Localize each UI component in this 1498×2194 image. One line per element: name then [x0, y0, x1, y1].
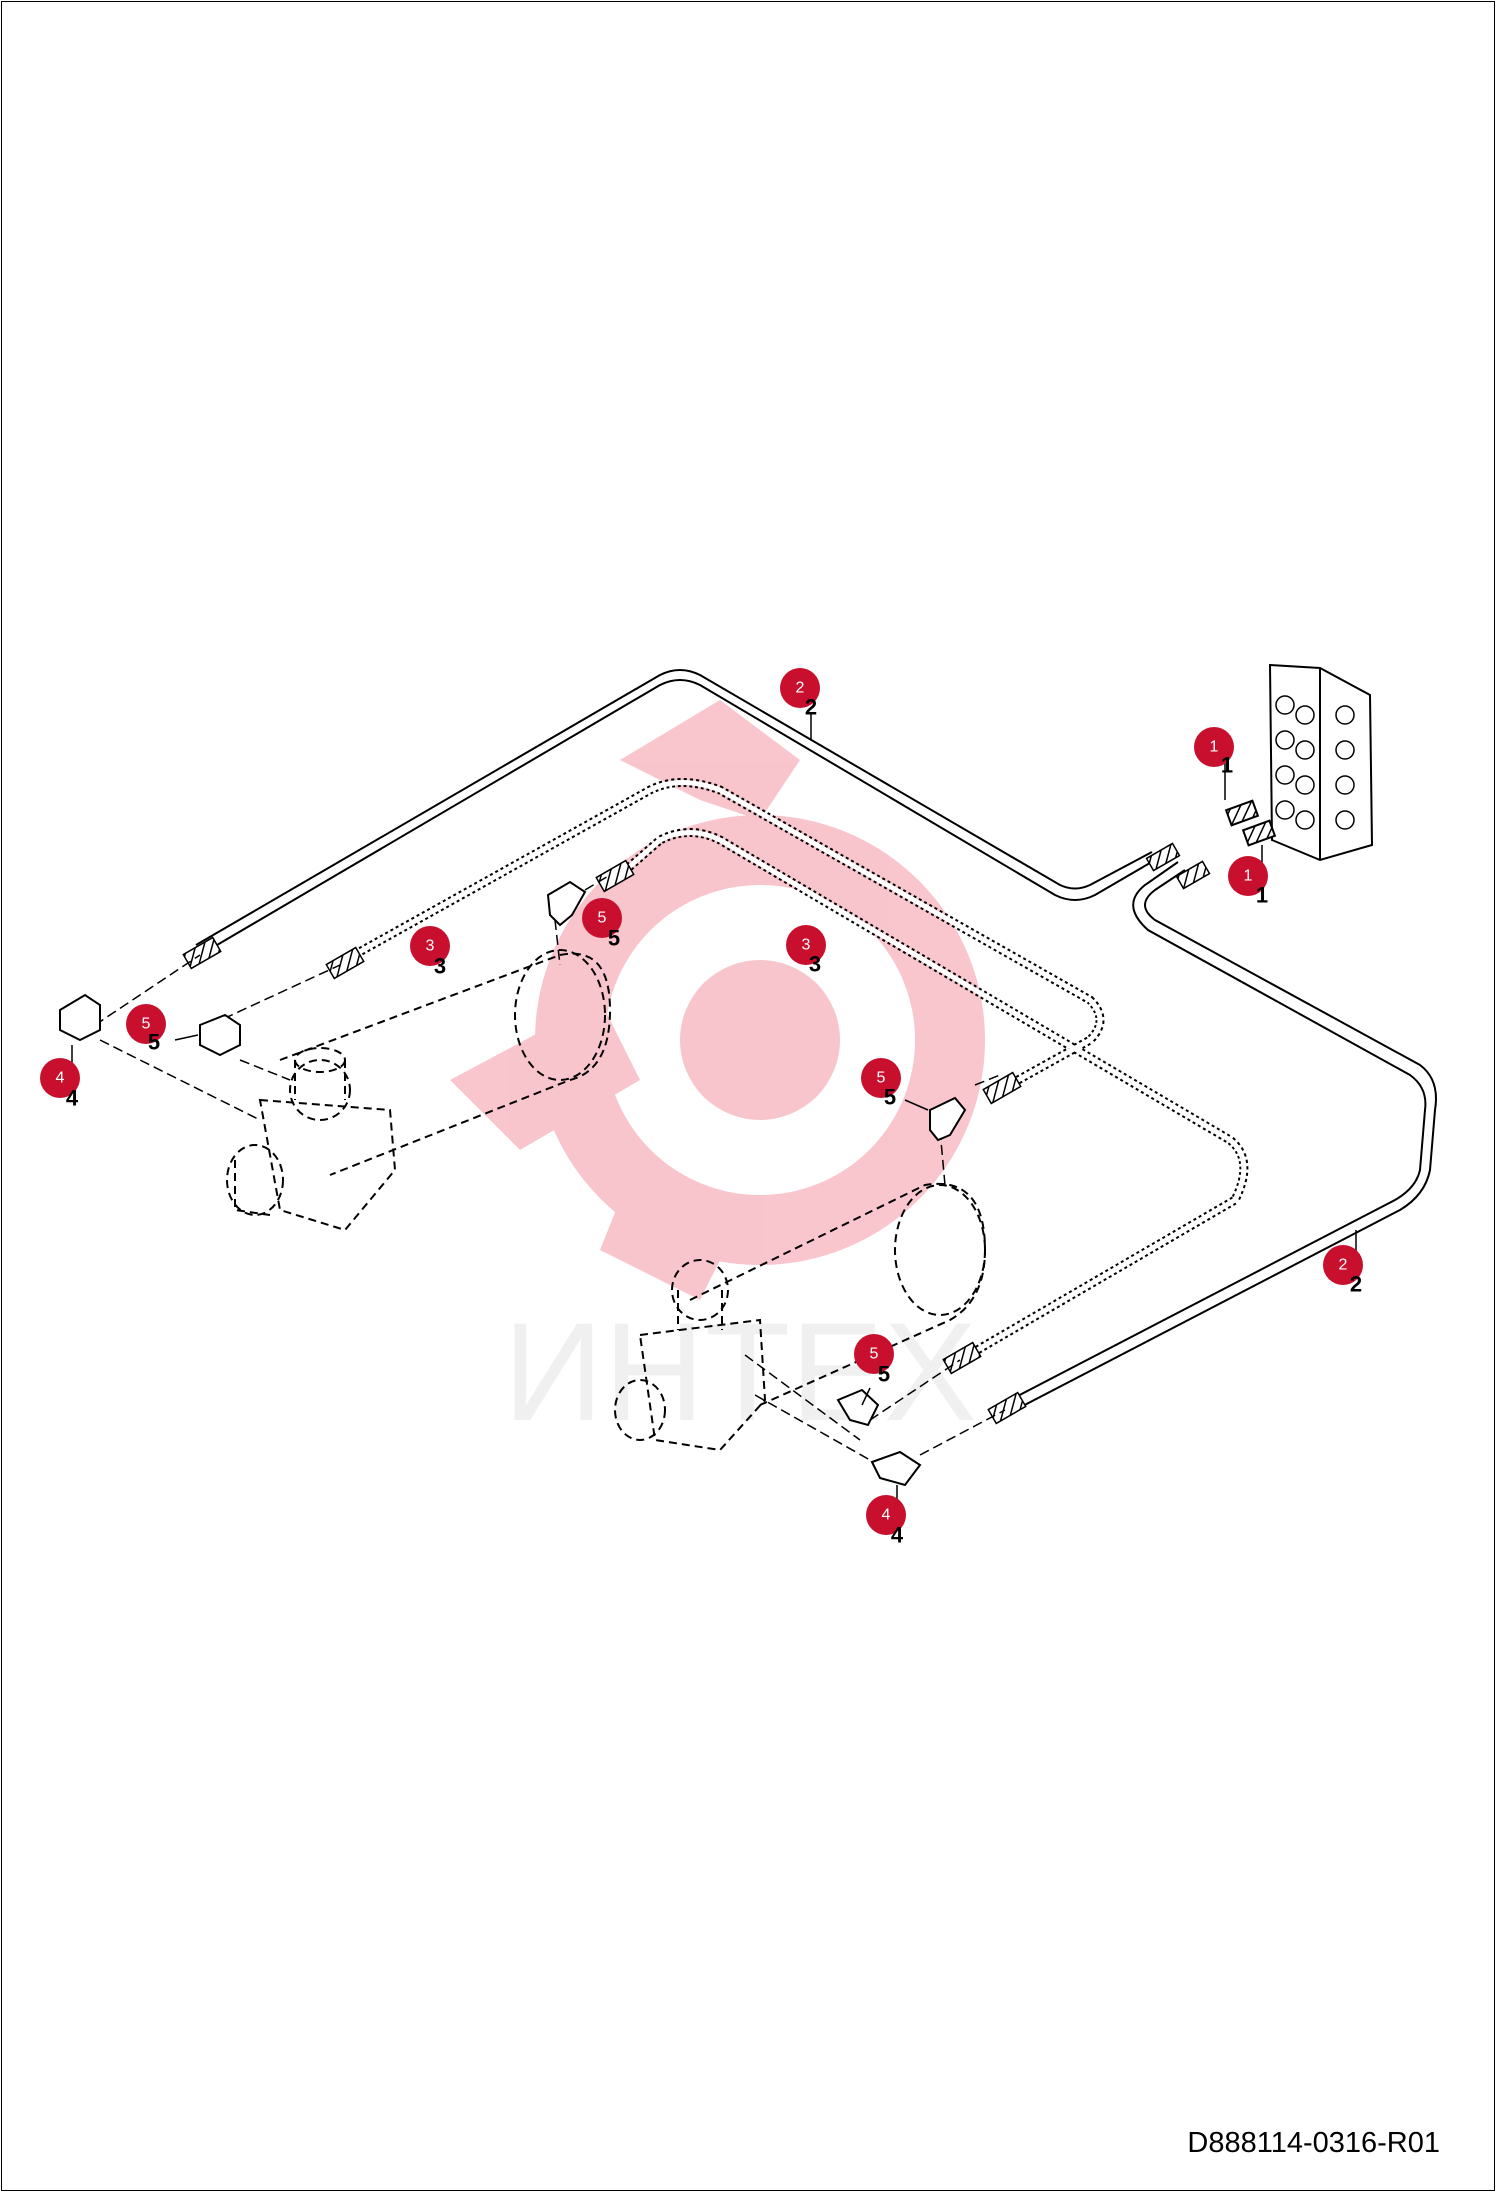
hose-fittings	[182, 842, 1211, 1425]
elbow-fittings	[59, 880, 967, 1487]
num-4a-text: 4	[66, 1086, 79, 1111]
watermark: ИНТЕХ	[450, 700, 985, 1450]
callout-5b-text: 5	[598, 910, 607, 927]
cylinder-right	[614, 1182, 987, 1452]
callout-3a-text: 3	[426, 938, 435, 955]
callout-2b-text: 2	[1339, 1257, 1348, 1274]
callout-5a: 5 5	[126, 1004, 199, 1055]
callout-1b: 1 1	[1228, 845, 1268, 908]
callout-5d: 5 5	[854, 1334, 894, 1406]
callout-5c: 5 5	[861, 1058, 929, 1111]
leader-lines	[94, 874, 1006, 1461]
num-5d-text: 5	[878, 1362, 890, 1387]
num-2a-text: 2	[805, 695, 817, 720]
num-5b-text: 5	[608, 926, 620, 951]
callout-4b-text: 4	[882, 1507, 891, 1524]
callout-5b: 5 5	[582, 898, 622, 951]
hose-2	[195, 669, 1437, 1411]
callout-5c-text: 5	[877, 1070, 886, 1087]
watermark-text: ИНТЕХ	[503, 1293, 977, 1450]
callout-3a: 3 3	[410, 926, 450, 979]
callout-2a-text: 2	[796, 680, 805, 697]
num-3b-text: 3	[809, 952, 821, 977]
callout-3b: 3 3	[786, 925, 826, 977]
num-4b-text: 4	[891, 1523, 904, 1548]
num-1a-text: 1	[1221, 753, 1233, 778]
callout-1a: 1 1	[1194, 727, 1234, 800]
num-2b-text: 2	[1350, 1272, 1362, 1297]
callout-5a-text: 5	[142, 1016, 151, 1033]
callouts: 1 1 1 1 2 2 2 2 3 3	[40, 668, 1363, 1548]
callout-3b-text: 3	[802, 937, 811, 954]
callout-1a-text: 1	[1210, 739, 1219, 756]
callout-5d-text: 5	[870, 1346, 879, 1363]
valve-block	[1224, 663, 1374, 862]
num-1b-text: 1	[1256, 883, 1268, 908]
callout-2a: 2 2	[780, 668, 820, 740]
callout-4a-text: 4	[56, 1070, 65, 1087]
document-code: D888114-0316-R01	[1187, 2127, 1440, 2159]
callout-1b-text: 1	[1244, 868, 1253, 885]
callout-4b: 4 4	[866, 1485, 906, 1548]
num-3a-text: 3	[434, 954, 446, 979]
cylinder-left	[226, 949, 612, 1232]
num-5c-text: 5	[884, 1085, 896, 1110]
num-5a-text: 5	[148, 1030, 160, 1055]
callout-4a: 4 4	[40, 1045, 80, 1111]
callout-2b: 2 2	[1323, 1230, 1363, 1297]
